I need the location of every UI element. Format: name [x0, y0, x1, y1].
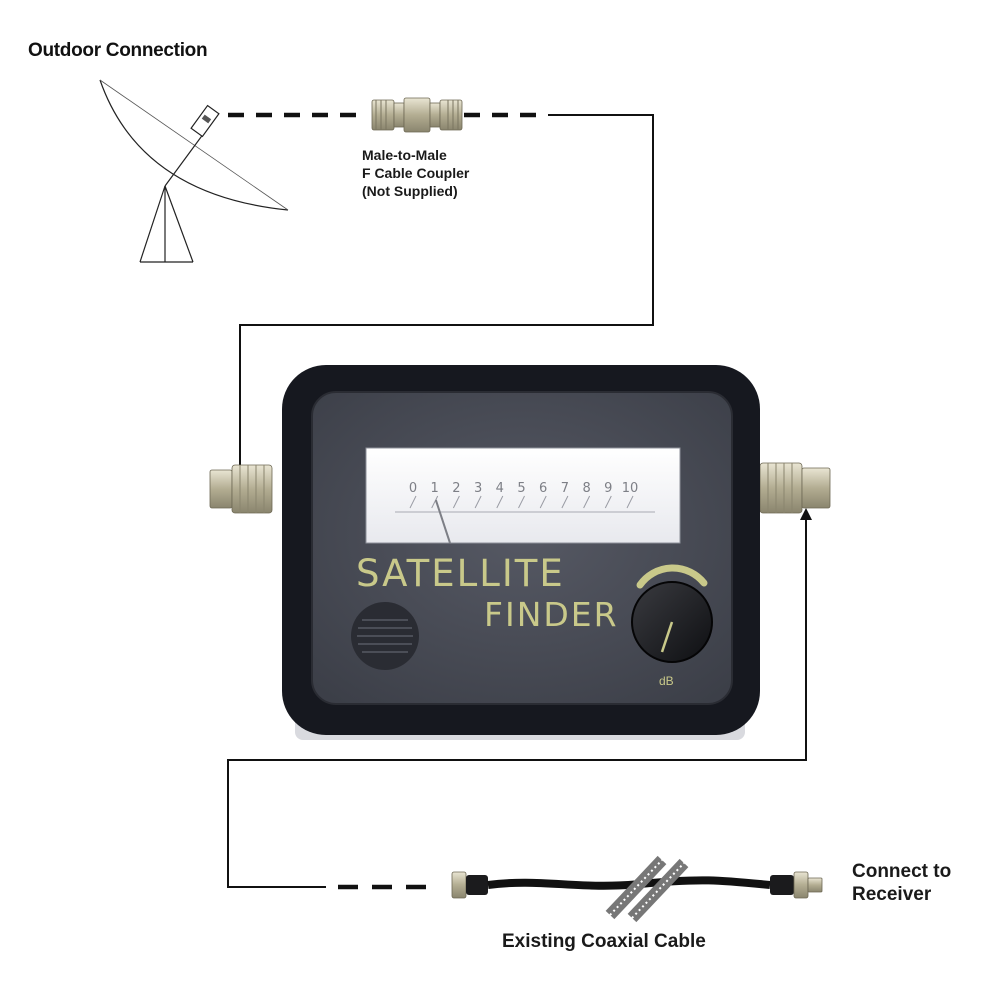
- meter-tick: [496, 495, 504, 509]
- meter-scale-label: 0: [409, 481, 417, 496]
- meter-tick: [452, 495, 460, 509]
- wire-path: [227, 114, 807, 888]
- coaxial-cable-icon: [451, 855, 823, 923]
- knob-label: dB: [659, 674, 674, 688]
- meter-tick: [409, 495, 417, 509]
- receiver-caption: Connect to Receiver: [852, 860, 951, 906]
- meter-scale-label: 6: [539, 481, 547, 496]
- satellite-dish-icon: [99, 79, 289, 263]
- meter-scale-label: 2: [452, 481, 460, 496]
- meter-tick: [431, 495, 439, 509]
- coupler-caption: Male-to-Male F Cable Coupler (Not Suppli…: [362, 146, 469, 200]
- meter-scale-label: 4: [496, 481, 504, 496]
- meter-scale-label: 1: [431, 481, 439, 496]
- gain-knob-icon[interactable]: [631, 564, 713, 663]
- meter-scale-label: 9: [604, 481, 612, 496]
- meter-needle: [434, 499, 451, 544]
- cable-caption: Existing Coaxial Cable: [502, 931, 706, 952]
- meter-tick: [474, 495, 482, 509]
- f-coupler-icon: [371, 97, 463, 133]
- meter-scale-label: 5: [517, 481, 525, 496]
- receiver-caption-line1: Connect to: [852, 861, 952, 882]
- meter-tick: [561, 495, 569, 509]
- meter-scale-label: 10: [622, 481, 639, 496]
- meter-tick: [583, 495, 591, 509]
- brand-title: SATELLITE: [356, 552, 565, 595]
- coupler-caption-line3: (Not Supplied): [362, 183, 458, 199]
- meter-scale-label: 8: [582, 481, 590, 496]
- brand-subtitle: FINDER: [484, 595, 619, 634]
- outdoor-connection-title: Outdoor Connection: [28, 40, 208, 61]
- speaker-grille-icon: [351, 602, 419, 670]
- meter-scale-label: 3: [474, 481, 482, 496]
- meter-tick: [539, 495, 547, 509]
- input-connector: [209, 464, 273, 514]
- meter-tick: [604, 495, 612, 509]
- coupler-caption-line1: Male-to-Male: [362, 147, 447, 163]
- receiver-caption-line2: Receiver: [852, 884, 932, 905]
- meter-tick: [626, 495, 634, 509]
- coupler-caption-line2: F Cable Coupler: [362, 165, 470, 181]
- output-connector: [759, 462, 831, 514]
- meter-tick: [518, 495, 525, 509]
- meter-scale-label: 7: [561, 481, 569, 496]
